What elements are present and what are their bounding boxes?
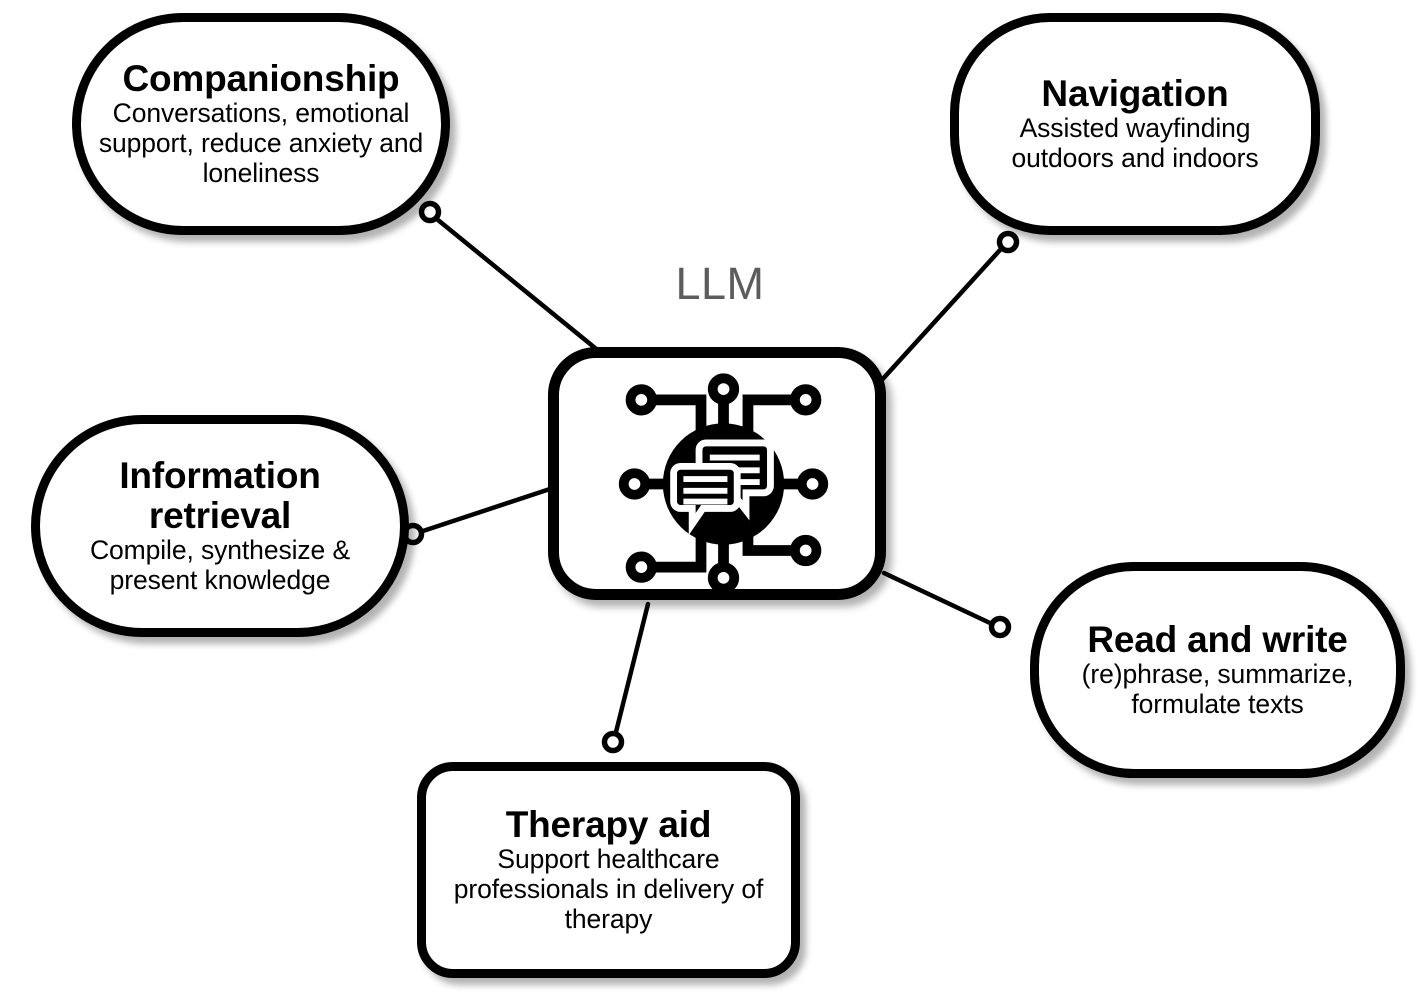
connector-line-information-retrieval	[420, 484, 559, 534]
node-companionship[interactable]: Companionship Conversations, emotional s…	[72, 13, 450, 235]
llm-label: LLM	[675, 258, 765, 309]
node-navigation[interactable]: Navigation Assisted wayfinding outdoors …	[950, 13, 1320, 235]
speech-bubble-front-icon	[670, 462, 741, 536]
node-navigation-desc-line-1: Assisted wayfinding	[1019, 113, 1251, 144]
node-navigation-desc-line-2: outdoors and indoors	[1011, 143, 1259, 174]
node-read-and-write-desc: (re)phrase, summarize, formulate texts	[1081, 659, 1354, 720]
node-read-and-write-desc-line-2: formulate texts	[1131, 689, 1304, 720]
icon-node-bottom-right	[790, 534, 822, 567]
icon-node-bottom-left	[625, 551, 657, 583]
node-information-retrieval[interactable]: Information retrieval Compile, synthesiz…	[31, 415, 409, 637]
node-therapy-aid-desc-line-3: therapy	[564, 904, 653, 935]
connector-line-companionship	[435, 217, 603, 355]
node-companionship-desc-line-1: Conversations, emotional	[112, 98, 410, 129]
connector-ring-companionship	[418, 200, 442, 224]
node-navigation-title: Navigation	[1041, 72, 1229, 114]
node-read-and-write-desc-line-1: (re)phrase, summarize,	[1081, 659, 1354, 690]
icon-node-top-center	[707, 373, 740, 405]
node-information-retrieval-desc-line-2: present knowledge	[109, 564, 331, 595]
node-navigation-desc: Assisted wayfinding outdoors and indoors	[1011, 113, 1259, 174]
node-companionship-desc-line-3: loneliness	[202, 158, 320, 189]
node-therapy-aid[interactable]: Therapy aid Support healthcare professio…	[417, 762, 800, 978]
node-therapy-aid-title: Therapy aid	[505, 803, 712, 845]
node-therapy-aid-desc: Support healthcare professionals in deli…	[453, 844, 764, 935]
icon-node-bottom-center	[707, 562, 740, 594]
node-companionship-title: Companionship	[122, 57, 400, 99]
node-information-retrieval-title: Information retrieval	[119, 456, 320, 534]
node-read-and-write-title: Read and write	[1087, 618, 1348, 660]
node-companionship-desc-line-2: support, reduce anxiety and	[98, 128, 424, 159]
node-companionship-desc: Conversations, emotional support, reduce…	[98, 98, 424, 189]
icon-node-mid-right	[796, 468, 829, 500]
node-read-and-write[interactable]: Read and write (re)phrase, summarize, fo…	[1030, 562, 1405, 778]
llm-chat-network-icon	[618, 373, 829, 594]
connector-line-navigation	[877, 247, 1003, 385]
node-information-retrieval-title-line-2: retrieval	[148, 494, 292, 536]
node-information-retrieval-desc: Compile, synthesize & present knowledge	[89, 534, 351, 596]
connector-ring-read-and-write	[988, 615, 1012, 639]
icon-node-top-right	[790, 384, 822, 416]
node-therapy-aid-desc-line-1: Support healthcare	[497, 844, 720, 875]
connector-ring-navigation	[996, 230, 1020, 254]
connector-line-therapy-aid	[613, 601, 651, 735]
icon-node-top-left	[625, 384, 657, 416]
node-therapy-aid-desc-line-2: professionals in delivery of	[453, 874, 764, 905]
connector-line-read-and-write	[881, 570, 993, 626]
node-information-retrieval-desc-line-1: Compile, synthesize &	[89, 534, 351, 565]
connector-ring-therapy-aid	[601, 730, 625, 754]
icon-node-mid-left	[618, 468, 651, 500]
llm-hub[interactable]	[548, 347, 886, 600]
node-information-retrieval-title-line-1: Information	[119, 455, 321, 497]
